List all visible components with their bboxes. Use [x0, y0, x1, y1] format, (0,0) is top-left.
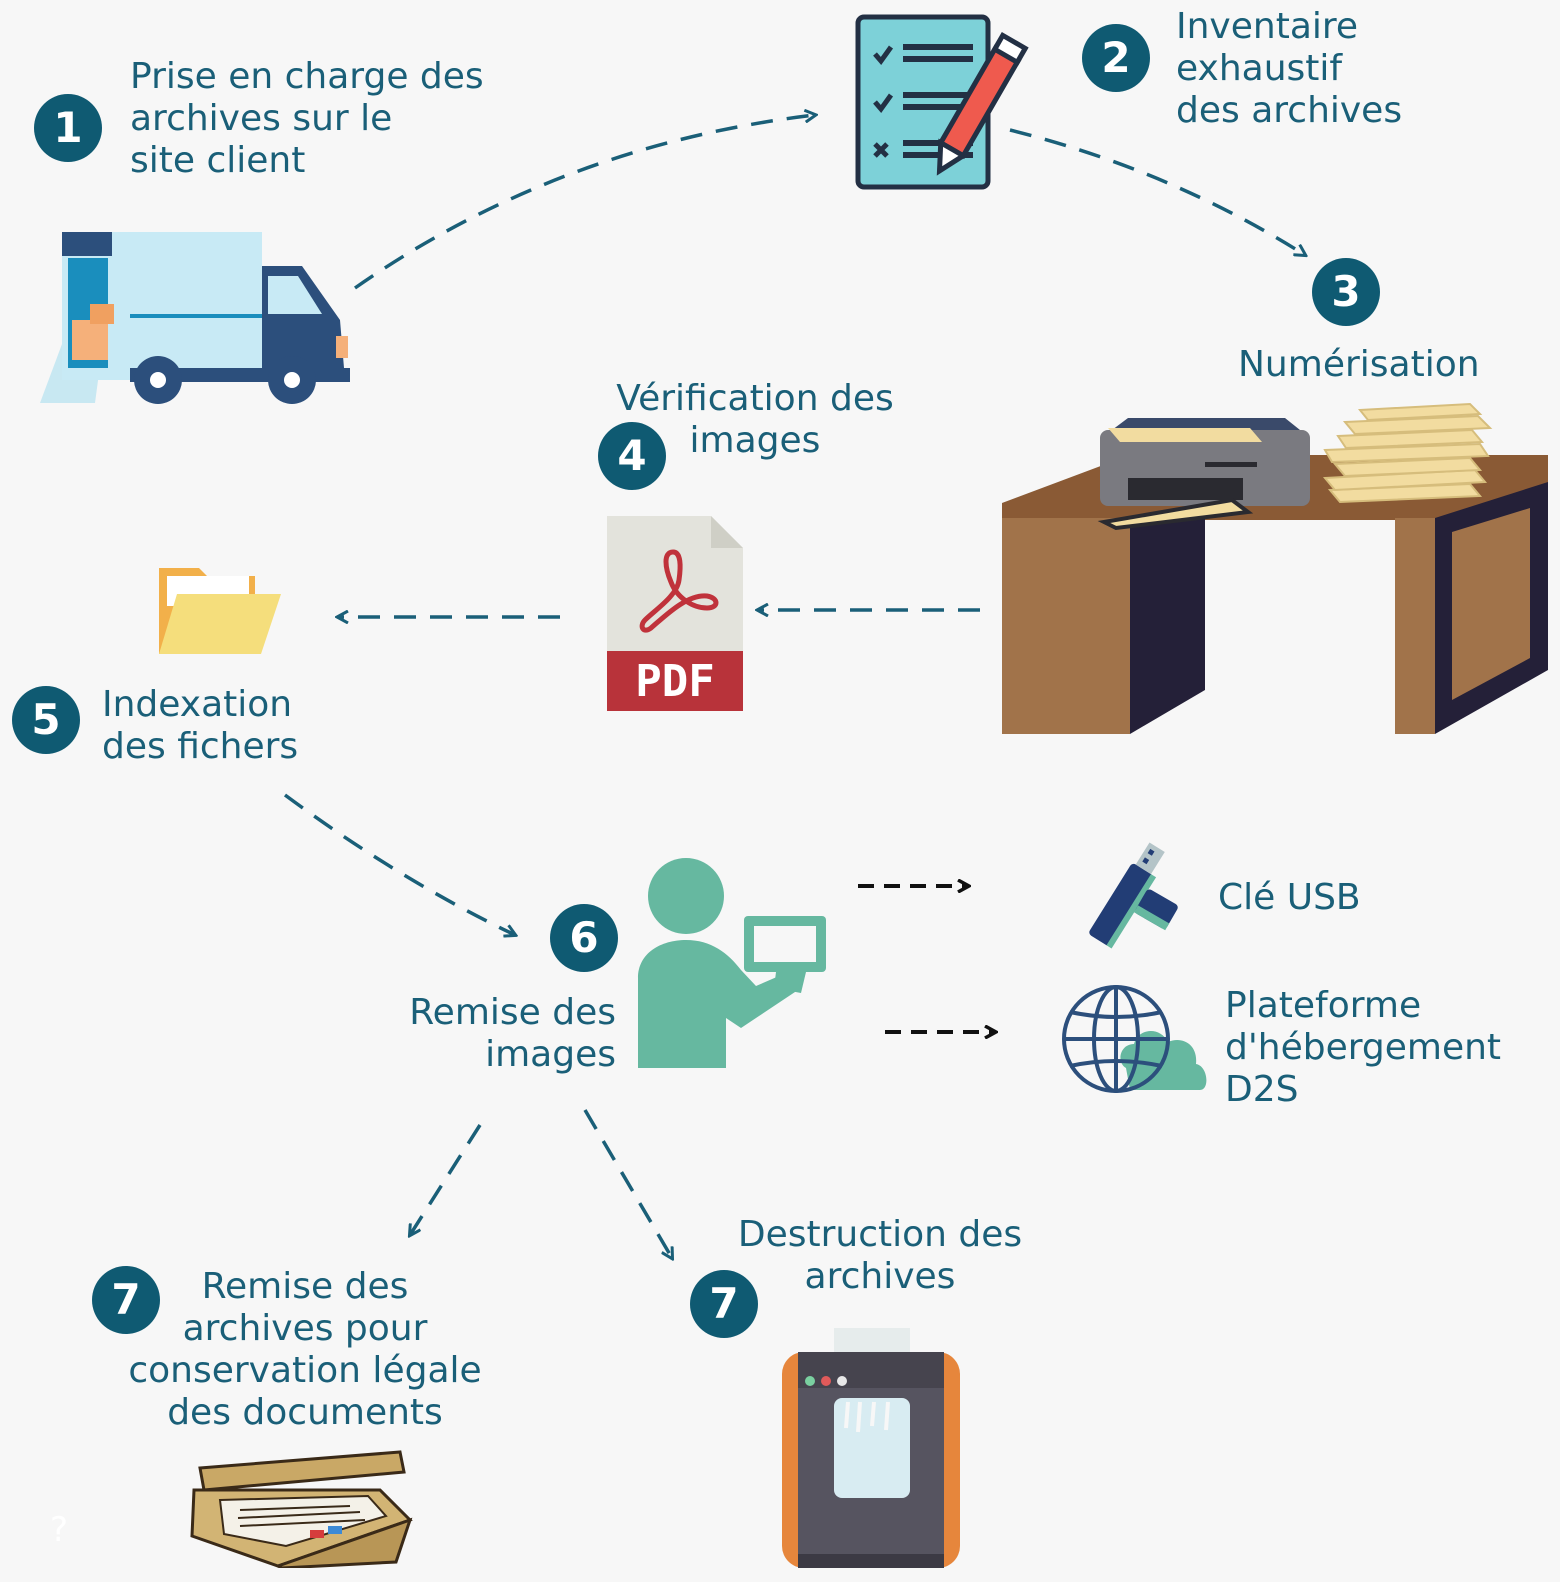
archive-box-icon	[190, 1450, 413, 1568]
corner-mark: ?	[50, 1510, 69, 1550]
step-5-label: Indexation des fichers	[102, 684, 299, 767]
checklist-icon	[855, 14, 1029, 190]
arrow-2-to-3	[1009, 128, 1305, 255]
step-4-label: Vérification des images	[616, 378, 894, 461]
scanner-desk-icon	[1002, 402, 1548, 734]
step-7a-label: Remise des archives pour conservation lé…	[128, 1266, 482, 1433]
step-4-badge: 4	[598, 422, 666, 490]
step-7a-badge: 7	[92, 1266, 160, 1334]
pdf-text: PDF	[635, 656, 714, 707]
globe-cloud-icon	[1062, 985, 1207, 1093]
pdf-file-icon: PDF	[607, 516, 743, 711]
step-6-label: Remise des images	[409, 992, 616, 1075]
folder-icon	[159, 568, 281, 654]
output-platform-label: Plateforme d'hébergement D2S	[1225, 985, 1502, 1110]
usb-key-icon	[1089, 842, 1178, 949]
step-2-label: Inventaire exhaustif des archives	[1176, 6, 1403, 131]
step-1-label: Prise en charge des archives sur le site…	[130, 56, 484, 181]
step-3-badge: 3	[1312, 258, 1380, 326]
arrow-6-to-7a	[410, 1124, 482, 1235]
step-7b-label: Destruction des archives	[737, 1214, 1023, 1297]
step-2-badge: 2	[1082, 24, 1150, 92]
arrow-6-to-7b	[583, 1109, 672, 1258]
step-3-label: Numérisation	[1238, 344, 1480, 385]
step-6-badge: 6	[550, 904, 618, 972]
truck-icon	[40, 232, 350, 404]
shredder-icon	[782, 1328, 960, 1568]
step-1-badge: 1	[34, 94, 102, 162]
step-5-badge: 5	[12, 686, 80, 754]
arrow-5-to-6	[283, 793, 515, 935]
output-usb-label: Clé USB	[1218, 877, 1361, 918]
step-7b-badge: 7	[690, 1270, 758, 1338]
person-delivering-icon	[638, 858, 826, 1068]
